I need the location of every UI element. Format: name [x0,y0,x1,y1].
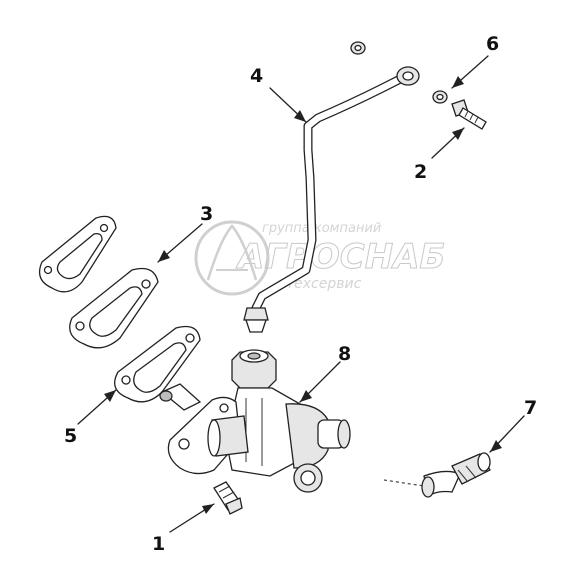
part-3-gasket [38,215,117,293]
part-3-plate [69,267,159,349]
part-1-bolt [213,481,243,515]
part-7-elbow-fitting [383,452,491,498]
callout-numbers: 4 6 2 3 8 7 5 1 [64,33,537,555]
callout-label-4: 4 [250,65,263,87]
watermark-logo-icon [194,220,270,296]
callout-label-7: 7 [524,397,537,419]
part-5-gasket [114,325,201,403]
callout-label-5: 5 [64,425,77,447]
watermark-line1: группа компаний [262,221,381,236]
part-6-nut [432,90,448,104]
leader-lines [77,55,525,533]
part-4-fuel-tube [243,66,420,333]
watermark: группа компаний АГРОСНАБ техсервис [194,220,446,296]
callout-label-2: 2 [414,161,427,183]
watermark-line2: АГРОСНАБ [235,237,445,277]
watermark-line3: техсервис [286,276,362,292]
callout-label-3: 3 [200,203,213,225]
callout-label-1: 1 [152,533,165,555]
part-2-bolt [451,99,487,130]
callout-label-6: 6 [486,33,499,55]
part-6-nut-top [350,41,366,55]
part-8-fuel-pump [159,349,351,493]
callout-label-8: 8 [338,343,351,365]
